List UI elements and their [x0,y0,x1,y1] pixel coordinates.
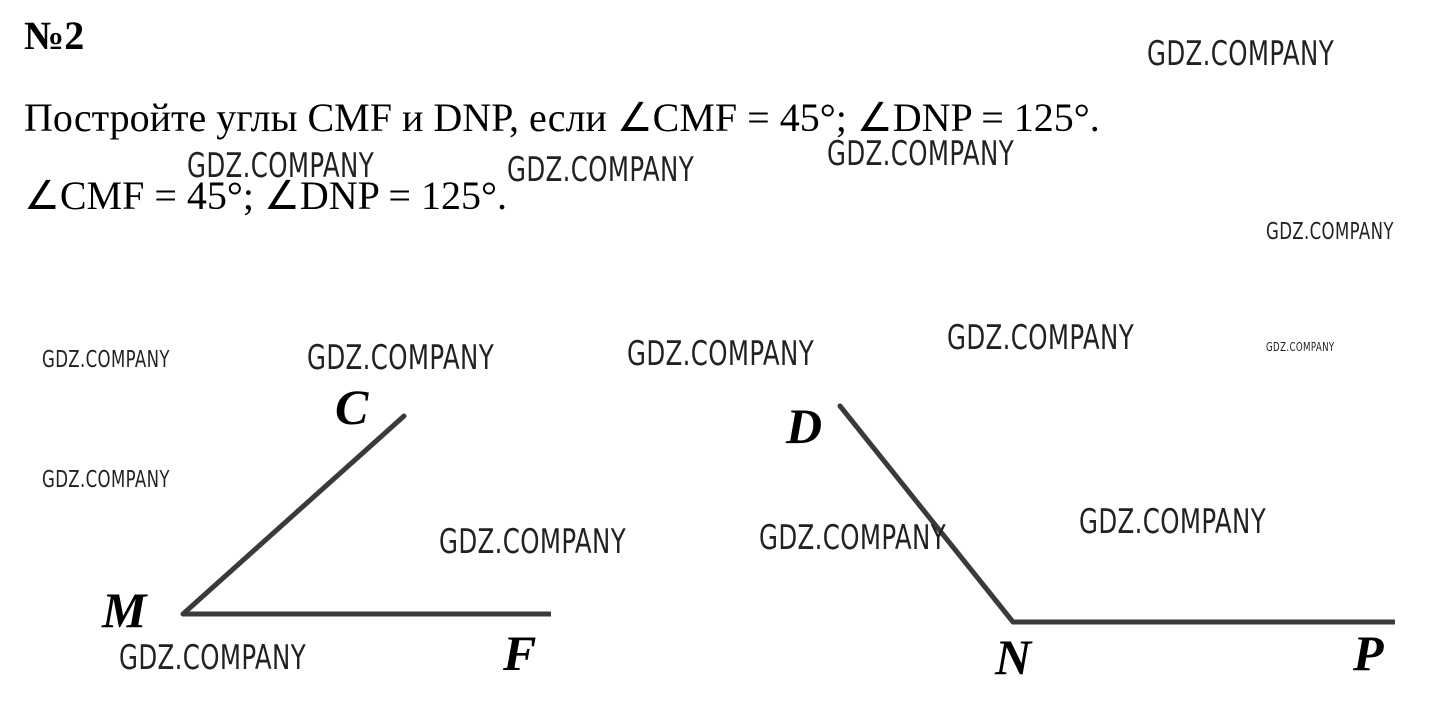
watermark: GDZ.COMPANY [439,522,627,562]
watermark: GDZ.COMPANY [1266,340,1335,354]
watermark: GDZ.COMPANY [759,518,947,558]
ray-mc [180,413,407,617]
point-label-d: D [785,398,822,454]
point-label-c: C [335,379,369,435]
watermark: GDZ.COMPANY [187,146,375,186]
watermark: GDZ.COMPANY [627,334,815,374]
watermark: GDZ.COMPANY [119,638,307,678]
task-statement: Постройте углы CMF и DNP, если ∠CMF = 45… [24,95,1100,140]
watermark: GDZ.COMPANY [42,467,170,493]
watermark: GDZ.COMPANY [42,347,170,373]
ray-nd [837,403,1016,625]
watermark: GDZ.COMPANY [1266,219,1394,245]
watermark: GDZ.COMPANY [947,318,1135,358]
point-label-n: N [994,629,1033,685]
point-label-f: F [502,625,536,681]
watermark: GDZ.COMPANY [307,338,495,378]
angle-cmf: C M F [101,379,551,681]
watermark: GDZ.COMPANY [827,134,1015,174]
watermark: GDZ.COMPANY [1147,34,1335,74]
angle-dnp: D N P [785,398,1395,685]
watermark: GDZ.COMPANY [507,150,695,190]
point-label-p: P [1352,625,1384,681]
task-answer: ∠CMF = 45°; ∠DNP = 125°. [24,173,507,218]
point-label-m: M [101,582,148,638]
task-number: №2 [24,13,85,58]
watermark: GDZ.COMPANY [1079,502,1267,542]
